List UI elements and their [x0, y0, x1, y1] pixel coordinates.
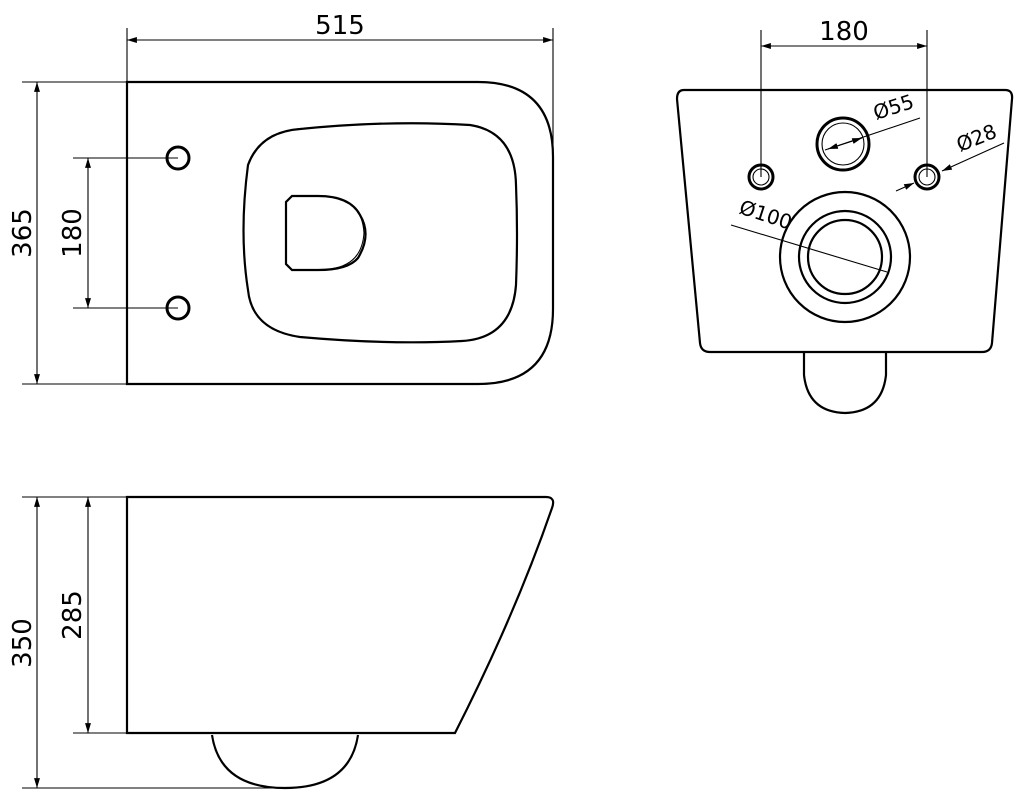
fixing-hole-diameter-label: Ø28 — [953, 119, 1000, 157]
top-view-outline — [125, 80, 555, 386]
inlet-outer — [815, 116, 871, 172]
fixing-hole-diameter-leader — [941, 142, 1005, 172]
outlet-diameter-leader — [730, 224, 888, 273]
side-view-outline — [125, 495, 555, 735]
body-height-label: 285 — [58, 590, 88, 640]
rear-view-bottom-tab — [802, 352, 888, 415]
fixing-spacing-label: 180 — [58, 208, 88, 258]
rear-fixing-spacing-label: 180 — [819, 17, 869, 47]
inlet-diameter-label: Ø55 — [870, 89, 917, 125]
depth-dimension-label: 365 — [8, 208, 38, 258]
rear-view-outline — [675, 88, 1014, 354]
top-view: 515 365 180 — [8, 11, 555, 386]
outlet-diameter-label: Ø100 — [736, 195, 795, 234]
outlet-outer — [778, 190, 912, 324]
outlet-inner — [806, 218, 884, 296]
side-view-bottom-bulge — [210, 734, 360, 790]
rear-view: 180 Ø55 Ø28 Ø100 — [675, 17, 1014, 415]
bowl-rim — [242, 122, 519, 344]
inlet-inner — [821, 122, 865, 166]
side-view: 350 285 — [8, 495, 555, 790]
outlet-middle — [797, 209, 893, 305]
width-dimension-label: 515 — [315, 11, 365, 41]
total-height-label: 350 — [8, 618, 38, 668]
trap-opening-inner-edge — [329, 196, 365, 270]
